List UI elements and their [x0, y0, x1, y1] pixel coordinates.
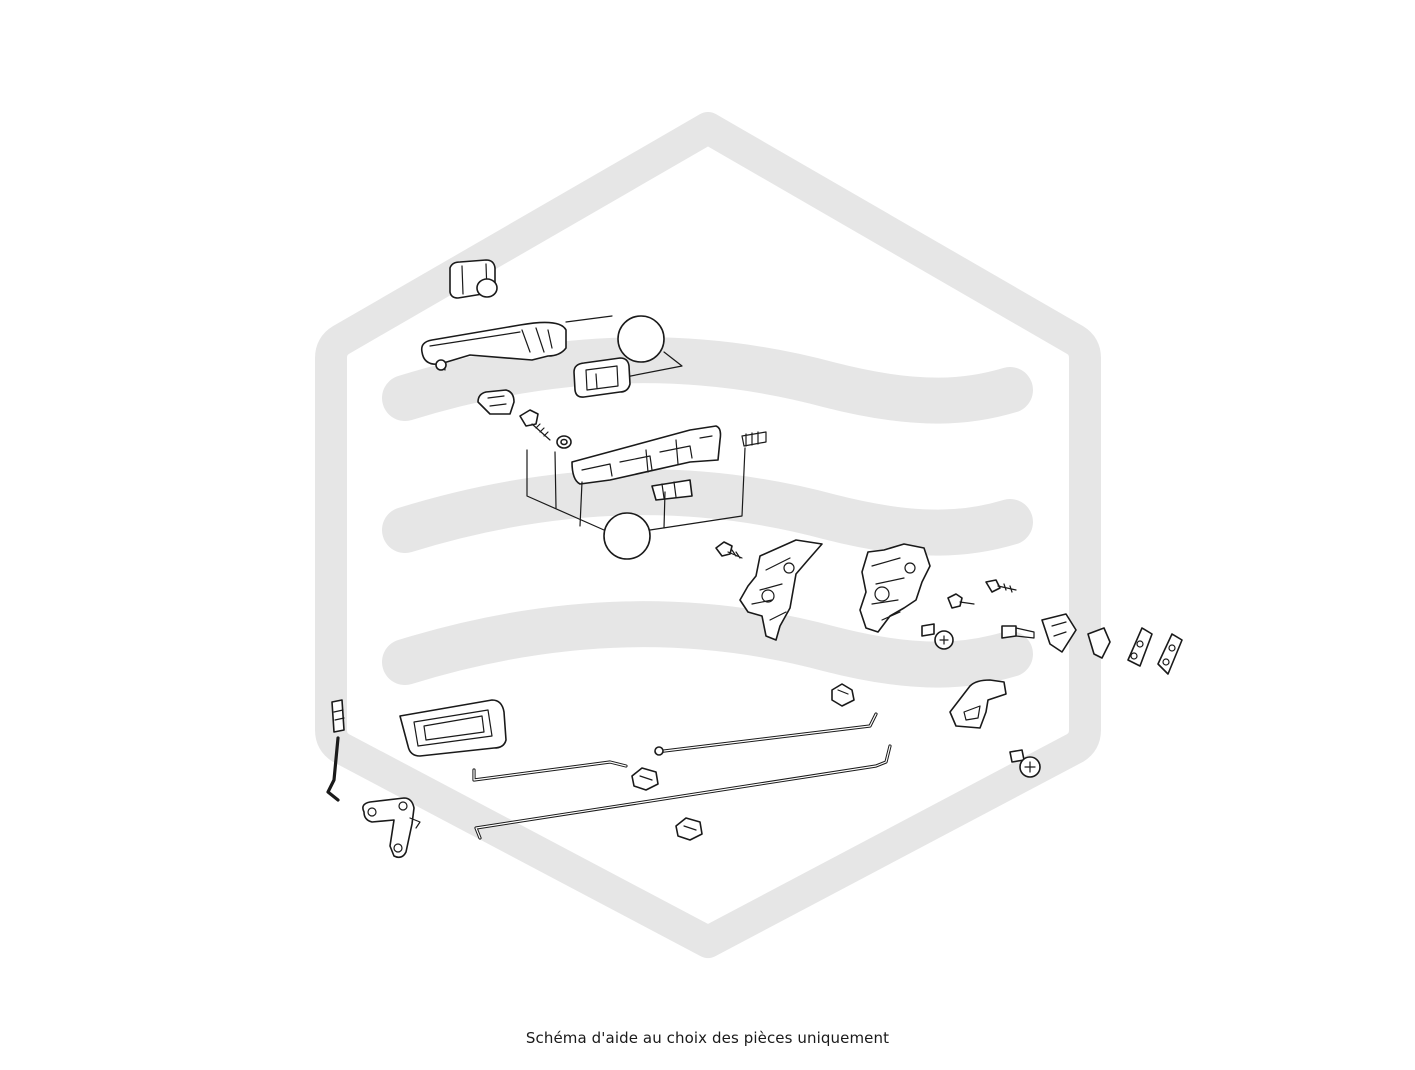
screw-bottom — [1009, 749, 1041, 778]
screw-set-2 — [921, 579, 1035, 650]
connecting-rods — [472, 712, 892, 840]
lock-cylinder — [449, 259, 498, 299]
bell-crank — [362, 797, 421, 859]
caption: Schéma d'aide au choix des pièces unique… — [525, 1029, 890, 1047]
latch-cover — [949, 679, 1007, 729]
lock-rod — [326, 699, 345, 802]
inner-handle-bezel — [399, 699, 507, 757]
latch-assembly-right — [859, 543, 931, 633]
outer-door-handle — [420, 321, 567, 371]
handle-bezel — [573, 357, 631, 398]
screw-set-1 — [519, 409, 572, 449]
handle-frame — [571, 425, 767, 501]
leader-box — [526, 447, 746, 531]
striker-plates — [1041, 613, 1183, 675]
latch-assembly-left — [739, 539, 823, 641]
screw-small — [715, 541, 743, 559]
hexagon-wave-logo-icon — [315, 112, 1101, 958]
callout-group — [565, 315, 683, 560]
rod-clips — [631, 683, 855, 841]
handle-clip — [477, 389, 515, 415]
